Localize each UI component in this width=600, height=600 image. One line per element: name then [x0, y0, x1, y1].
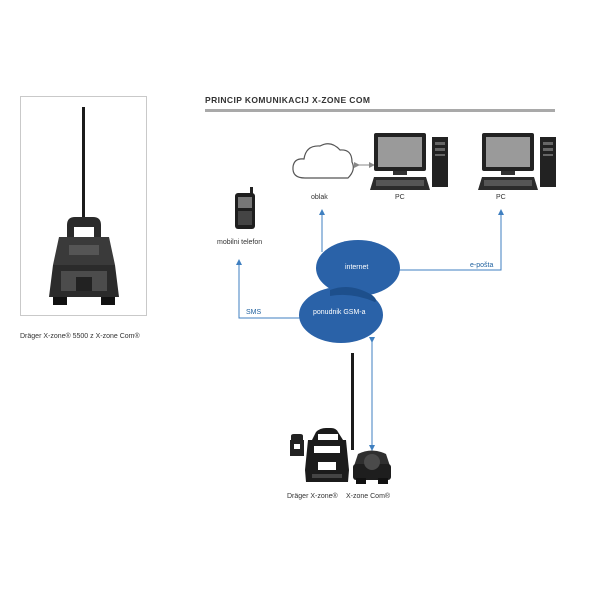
- drager-x-zone-small-icon: [290, 434, 304, 456]
- cloud-icon: [292, 143, 354, 179]
- internet-ellipse: [316, 240, 400, 296]
- gsm-to-mobile-sms-line: [236, 259, 301, 319]
- cloud-label: oblak: [311, 194, 328, 201]
- x-zone-5500-com-photo: [49, 107, 119, 305]
- gsm-provider-ellipse: [299, 287, 383, 343]
- photo-caption: Dräger X-zone® 5500 z X-zone Com®: [20, 333, 140, 340]
- ellipse-overlap: [330, 286, 376, 302]
- diagram-title: PRINCIP KOMUNIKACIJ X-ZONE COM: [205, 95, 371, 105]
- sms-edge-label: SMS: [246, 309, 262, 316]
- internet-label: internet: [345, 264, 369, 271]
- drager-x-zone-icon: [305, 428, 349, 482]
- title-rule: [205, 109, 555, 112]
- x-zone-com-label: X-zone Com®: [346, 493, 391, 500]
- pc-left-label: PC: [395, 194, 405, 201]
- email-edge-label: e-pošta: [470, 262, 494, 269]
- x-zone-com-device-icon: [351, 353, 391, 484]
- pc-right-icon: [478, 133, 556, 190]
- pc-right-label: PC: [496, 194, 506, 201]
- drager-x-zone-label: Dräger X-zone®: [287, 493, 338, 500]
- internet-to-pc-email-line: [398, 209, 504, 271]
- product-photo-frame: [20, 96, 147, 316]
- gsm-provider-label: ponudnik GSM-a: [313, 309, 366, 316]
- pc-left-icon: [370, 133, 448, 190]
- mobile-phone-icon: [235, 187, 255, 229]
- mobile-phone-label: mobilni telefon: [217, 239, 263, 246]
